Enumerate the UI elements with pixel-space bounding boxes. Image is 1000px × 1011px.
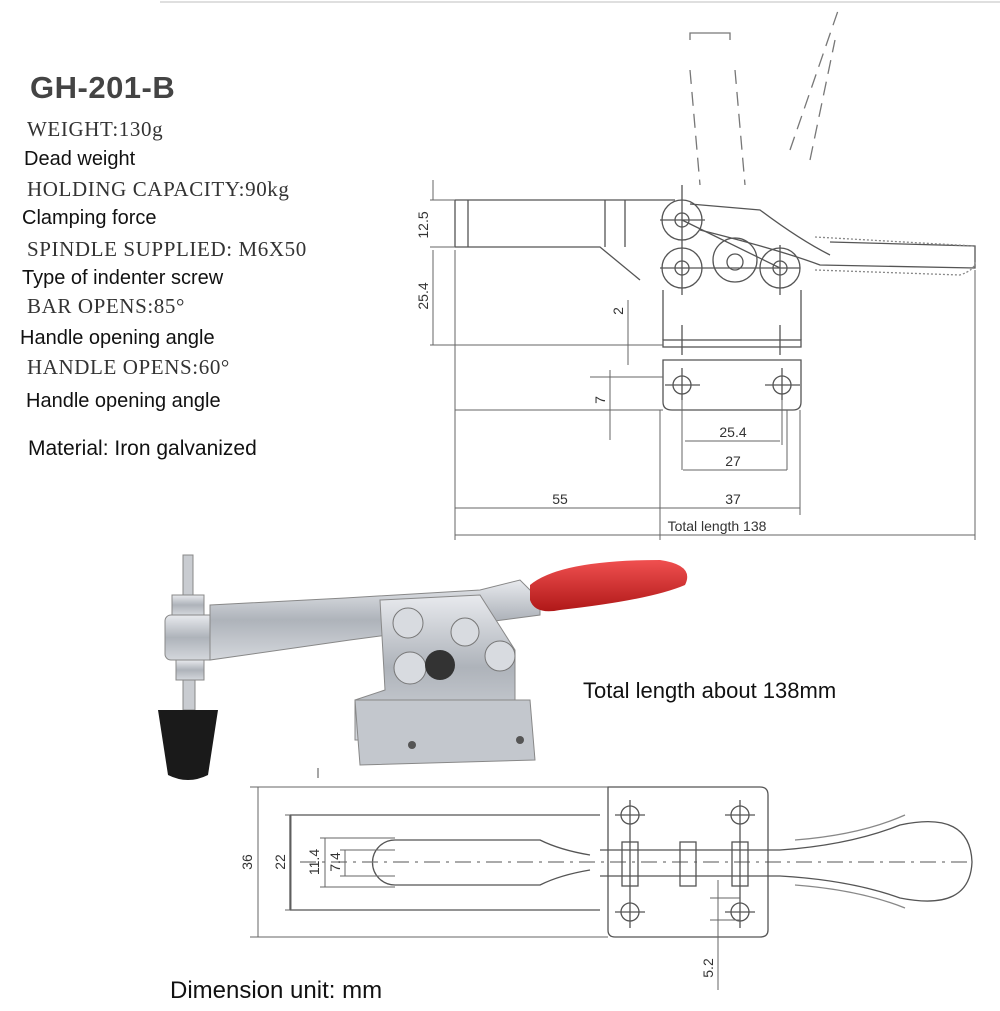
red-handle-grip [530, 560, 688, 612]
dim-36: 36 [239, 854, 255, 870]
dimension-unit-note: Dimension unit: mm [170, 977, 383, 1004]
model-title: GH-201-B [30, 70, 176, 105]
spindle-screw [182, 554, 194, 601]
top-view-dimension-lines [250, 786, 740, 990]
base-bracket [662, 359, 802, 411]
spec-holding: HOLDING CAPACITY:90kg [27, 177, 290, 201]
spec-weight: WEIGHT:130g [27, 117, 164, 141]
dim-5-2: 5.2 [700, 958, 716, 978]
mount-holes [615, 800, 755, 928]
spec-holding-desc: Clamping force [22, 207, 157, 229]
rubber-tip [158, 710, 218, 780]
spec-handle-opens: HANDLE OPENS:60° [27, 355, 230, 379]
dim-total-length: Total length 138 [668, 518, 767, 534]
clamp-base [354, 699, 536, 766]
dim-27: 27 [725, 453, 741, 469]
spec-bar-opens-desc: Handle opening angle [20, 327, 215, 349]
handle-outline [689, 203, 976, 269]
material-note: Material: Iron galvanized [28, 437, 257, 460]
photo-caption: Total length about 138mm [583, 678, 837, 703]
dim-55: 55 [552, 491, 568, 507]
spec-spindle-desc: Type of indenter screw [22, 267, 224, 289]
spec-handle-opens-desc: Handle opening angle [26, 390, 221, 412]
pivot-rivets [660, 185, 801, 295]
dim-11-4: 11.4 [306, 849, 322, 875]
clamp-arm [209, 579, 541, 661]
clamp-bar-outline [454, 199, 675, 281]
open-bar-end [689, 32, 731, 40]
dim-25-4-vertical: 25.4 [415, 282, 431, 309]
side-view-drawing: 12.5 25.4 2 7 25.4 27 55 37 Total length… [160, 1, 1000, 540]
bar-outline [289, 814, 600, 911]
spec-weight-desc: Dead weight [24, 148, 136, 170]
spec-spindle: SPINDLE SUPPLIED: M6X50 [27, 237, 307, 261]
bar-slot [371, 839, 591, 886]
handle-grip [814, 236, 976, 276]
dim-12-5: 12.5 [415, 211, 431, 238]
pivot-pins [600, 841, 780, 887]
clamp-body [354, 594, 516, 741]
dim-7-4: 7.4 [327, 852, 343, 872]
frame-sides [662, 290, 802, 340]
dim-37: 37 [725, 491, 741, 507]
dim-7: 7 [592, 396, 608, 404]
handle-loop [779, 821, 973, 902]
open-position-dashed [689, 4, 841, 186]
base-plate-top [607, 786, 769, 938]
dimension-lines [430, 180, 976, 540]
handle-loop-inner [794, 814, 906, 909]
spec-bar-opens: BAR OPENS:85° [27, 294, 185, 318]
dim-2: 2 [610, 307, 626, 315]
dim-22: 22 [272, 854, 288, 870]
base-plate [662, 339, 802, 348]
dim-25-4-horizontal: 25.4 [719, 424, 746, 440]
